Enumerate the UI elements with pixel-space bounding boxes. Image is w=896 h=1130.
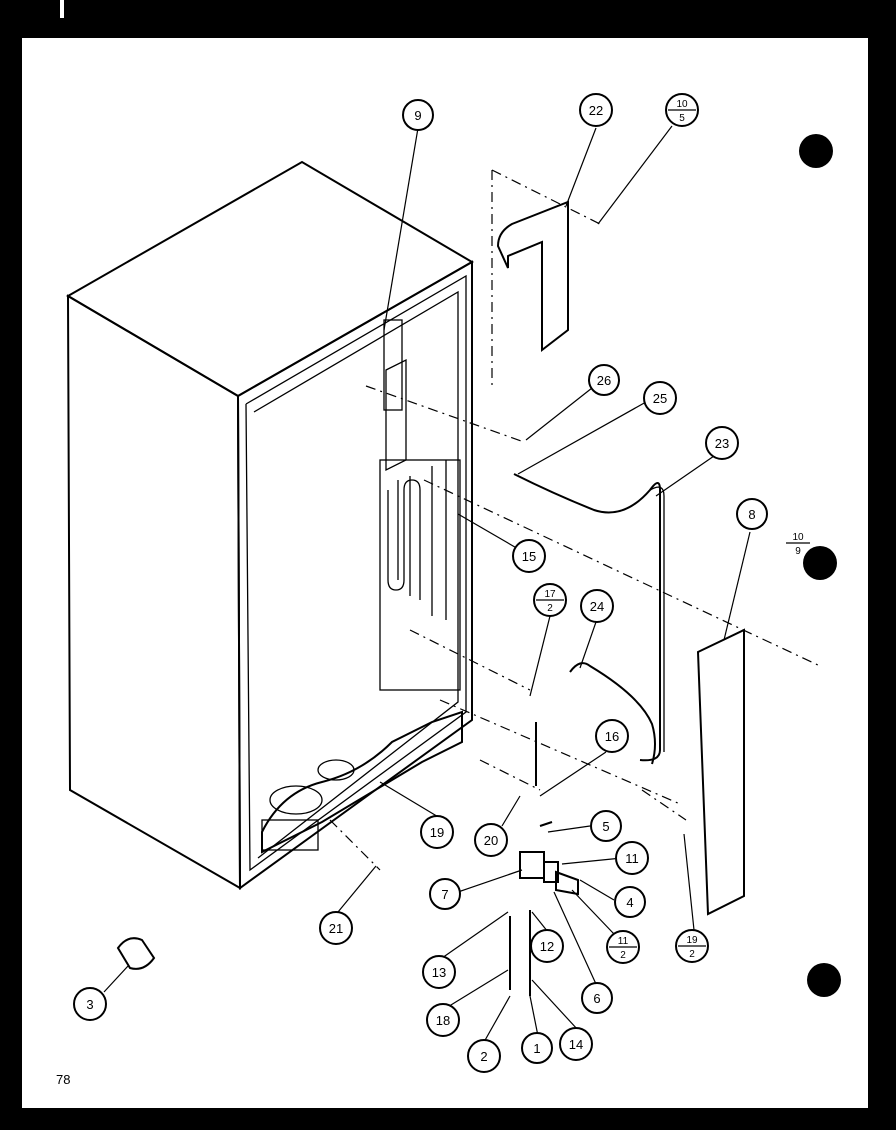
- callout-7: 7: [429, 878, 461, 910]
- callout-label: 3: [86, 997, 93, 1012]
- callout-label: 13: [432, 965, 446, 980]
- callout-label: 20: [484, 833, 498, 848]
- callout-26: 26: [588, 364, 620, 396]
- callout-10-5: 10 5: [665, 93, 699, 127]
- binder-hole: [799, 134, 833, 168]
- fraction-top: 10: [676, 99, 688, 110]
- callout-label: 4: [626, 895, 633, 910]
- binder-hole: [803, 546, 837, 580]
- fraction-top: 11: [618, 936, 629, 947]
- callout-label: 21: [329, 921, 343, 936]
- drier-part: [569, 662, 656, 765]
- callout-3: 3: [73, 987, 107, 1021]
- callout-10-9: 10 9: [786, 532, 810, 557]
- callout-label: 5: [602, 819, 609, 834]
- callout-4: 4: [614, 886, 646, 918]
- callout-25: 25: [643, 381, 677, 415]
- callout-label: 25: [653, 391, 667, 406]
- callout-17-2: 17 2: [533, 583, 567, 617]
- callout-15: 15: [512, 539, 546, 573]
- callout-label: 1: [533, 1041, 540, 1056]
- fraction-bottom: 2: [689, 949, 695, 960]
- cover-panel: [696, 628, 745, 916]
- top-mark: [60, 0, 64, 18]
- callout-label: 19: [430, 825, 444, 840]
- callout-label: 23: [715, 436, 729, 451]
- callout-label: 2: [480, 1049, 487, 1064]
- callout-label: 15: [522, 549, 536, 564]
- callout-9: 9: [402, 99, 434, 131]
- callout-5: 5: [590, 810, 622, 842]
- fraction-top: 19: [686, 935, 698, 946]
- callout-1: 1: [521, 1032, 553, 1064]
- callout-20: 20: [474, 823, 508, 857]
- refrigerator-cabinet: [66, 160, 474, 890]
- callout-label: 26: [597, 373, 611, 388]
- callout-label: 11: [625, 851, 639, 866]
- fraction-top: 17: [544, 589, 556, 600]
- callout-16: 16: [595, 719, 629, 753]
- callout-label: 14: [569, 1037, 583, 1052]
- fraction-bottom: 5: [679, 113, 685, 124]
- fraction-bottom: 2: [620, 950, 626, 961]
- fraction-bottom: 2: [547, 603, 553, 614]
- fraction-top: 10: [792, 532, 804, 543]
- leader-lines: [103, 125, 751, 1043]
- callout-11-2: 11 2: [606, 930, 640, 964]
- bottom-edge: [0, 1108, 896, 1130]
- callout-label: 6: [593, 991, 600, 1006]
- callout-23: 23: [705, 426, 739, 460]
- callout-6: 6: [581, 982, 613, 1014]
- callout-11: 11: [615, 841, 649, 875]
- callout-label: 18: [436, 1013, 450, 1028]
- page-background: [22, 38, 868, 1110]
- callout-13: 13: [422, 955, 456, 989]
- callout-2: 2: [467, 1039, 501, 1073]
- callout-22: 22: [579, 93, 613, 127]
- callout-label: 8: [748, 507, 755, 522]
- callout-label: 24: [590, 599, 604, 614]
- fitting-part: [116, 937, 156, 970]
- callout-label: 9: [414, 108, 421, 123]
- fraction-bottom: 9: [795, 546, 801, 557]
- callout-14: 14: [559, 1027, 593, 1061]
- callout-24: 24: [580, 589, 614, 623]
- callout-label: 7: [441, 887, 448, 902]
- bracket-part: [496, 200, 569, 353]
- valve-assembly: [509, 722, 579, 996]
- callout-19: 19: [420, 815, 454, 849]
- callout-12: 12: [530, 929, 564, 963]
- callout-21: 21: [319, 911, 353, 945]
- callout-19-2: 19 2: [675, 929, 709, 963]
- tubing-part: [513, 473, 661, 762]
- callout-18: 18: [426, 1003, 460, 1037]
- callout-label: 16: [605, 729, 619, 744]
- page-number: 78: [56, 1072, 70, 1087]
- binder-hole: [807, 963, 841, 997]
- callout-label: 12: [540, 939, 554, 954]
- callout-8: 8: [736, 498, 768, 530]
- callout-label: 22: [589, 103, 603, 118]
